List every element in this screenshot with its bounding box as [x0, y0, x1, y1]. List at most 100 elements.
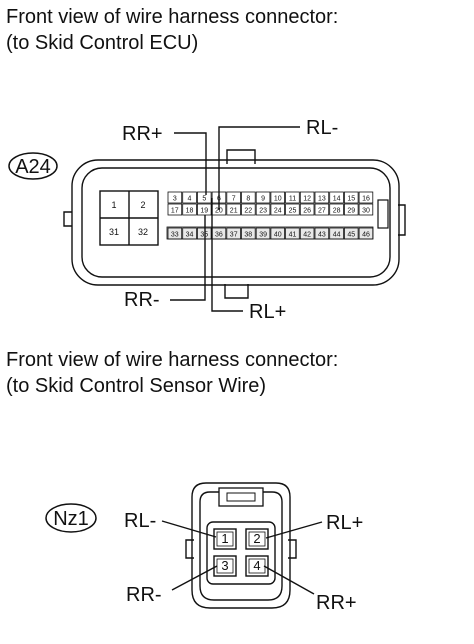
a24-pin-41: 41 [289, 231, 297, 238]
a24-pin-21: 21 [230, 207, 238, 214]
a24-pin-30: 30 [362, 207, 370, 214]
a24-pin-20: 20 [215, 207, 223, 214]
a24-pin-cell-9 [255, 191, 271, 204]
nz1-label-rr-minus: RR- [126, 584, 162, 606]
a24-pin-cell-21 [226, 203, 241, 216]
a24-pin-43: 43 [318, 231, 326, 238]
a24-pin-23: 23 [259, 207, 267, 214]
nz1-left-ear [185, 539, 194, 559]
a24-pin-10: 10 [274, 195, 282, 202]
nz1-pin-3: 3 [221, 558, 228, 573]
a24-body-inner [81, 167, 391, 278]
a24-right-tab [398, 204, 406, 236]
a24-row3-frame [166, 226, 374, 240]
a24-label-rr-minus: RR- [124, 289, 160, 311]
a24-pin-24: 24 [274, 207, 282, 214]
a24-pin-11: 11 [289, 195, 296, 202]
connector-a24-id: A24 [15, 156, 51, 178]
a24-pin-cell-24 [270, 203, 285, 216]
a24-pin-12: 12 [303, 195, 311, 202]
a24-pin-27: 27 [318, 207, 326, 214]
a24-pin-cell-28 [329, 203, 344, 216]
nz1-label-rr-plus: RR+ [316, 592, 357, 614]
a24-label-rr-plus: RR+ [122, 123, 163, 145]
a24-pin-cell-27 [314, 203, 330, 216]
sensor-connector-caption: Front view of wire harness connector: (t… [6, 347, 338, 399]
nz1-housing-outer [191, 482, 291, 609]
a24-top-latch [226, 149, 256, 164]
a24-key-notch [377, 199, 389, 229]
a24-leader-rr-plus [174, 132, 207, 195]
nz1-pin-4: 4 [253, 558, 260, 573]
a24-pin-25: 25 [289, 207, 297, 214]
a24-pin-26: 26 [303, 207, 311, 214]
nz1-leader-rl-plus [265, 521, 323, 539]
a24-pin-33: 33 [171, 231, 179, 238]
a24-pin-cell-12 [299, 191, 315, 204]
nz1-pin-box-1 [213, 528, 237, 550]
a24-pin-22: 22 [244, 207, 252, 214]
nz1-leader-rr-plus [263, 565, 315, 595]
nz1-pin-well [206, 521, 276, 585]
a24-pin-9: 9 [261, 195, 265, 202]
a24-pin-14: 14 [333, 195, 341, 202]
a24-pin-cell-15 [343, 191, 359, 204]
a24-pin-cell-13 [314, 191, 330, 204]
a24-pin-cell-25 [285, 203, 300, 216]
ecu-caption-line-2: (to Skid Control ECU) [6, 32, 199, 54]
a24-leader-rr-minus [170, 215, 206, 301]
a24-pin-17: 17 [171, 207, 179, 214]
a24-pin-cell-14 [329, 191, 344, 204]
a24-pin-36: 36 [215, 231, 223, 238]
sensor-caption-line-2: (to Skid Control Sensor Wire) [6, 375, 267, 397]
a24-pin-28: 28 [333, 207, 341, 214]
a24-pin-cell-11 [285, 191, 300, 204]
a24-pin-13: 13 [318, 195, 326, 202]
a24-pin-37: 37 [230, 231, 238, 238]
nz1-right-ear [288, 539, 297, 559]
a24-pin-19: 19 [200, 207, 208, 214]
ecu-connector-caption: Front view of wire harness connector: (t… [6, 4, 338, 56]
a24-pin-38: 38 [244, 231, 252, 238]
a24-pin-cell-16 [358, 191, 374, 204]
nz1-lock-latch [218, 487, 264, 507]
a24-pin-cell-29 [343, 203, 359, 216]
a24-pin-39: 39 [259, 231, 267, 238]
nz1-label-rl-minus: RL- [124, 510, 156, 532]
a24-pin-32: 32 [138, 227, 148, 237]
a24-pin-2: 2 [140, 200, 145, 210]
a24-pin-5: 5 [202, 195, 206, 202]
a24-label-rl-minus: RL- [306, 117, 338, 139]
a24-pin-cell-23 [255, 203, 271, 216]
a24-pin-cell-17 [167, 203, 183, 216]
a24-pin-4: 4 [188, 195, 192, 202]
a24-pin-7: 7 [232, 195, 236, 202]
nz1-pin-box-2 [245, 528, 269, 550]
a24-pin-42: 42 [303, 231, 311, 238]
nz1-pin-box-3 [213, 555, 237, 577]
a24-bottom-tab [224, 284, 249, 299]
a24-pin-31: 31 [109, 227, 119, 237]
nz1-pin-2: 2 [253, 531, 260, 546]
nz1-housing-inner [199, 491, 283, 601]
a24-pin-cell-8 [241, 191, 256, 204]
a24-pin-cell-18 [182, 203, 197, 216]
sensor-caption-line-1: Front view of wire harness connector: [6, 349, 339, 371]
ecu-caption-line-1: Front view of wire harness connector: [6, 6, 339, 28]
a24-pin-8: 8 [246, 195, 250, 202]
a24-leader-rl-minus [218, 126, 300, 210]
a24-pin-34: 34 [186, 231, 194, 238]
a24-pin-45: 45 [347, 231, 355, 238]
nz1-label-rl-plus: RL+ [326, 512, 363, 534]
connector-nz1-id: Nz1 [53, 508, 89, 530]
a24-pin-29: 29 [347, 207, 355, 214]
nz1-pin-box-4 [245, 555, 269, 577]
a24-pin-cell-7 [226, 191, 241, 204]
a24-pin-3: 3 [173, 195, 177, 202]
a24-pin-46: 46 [362, 231, 370, 238]
a24-pin-cell-22 [241, 203, 256, 216]
a24-pin-cell-30 [358, 203, 374, 216]
